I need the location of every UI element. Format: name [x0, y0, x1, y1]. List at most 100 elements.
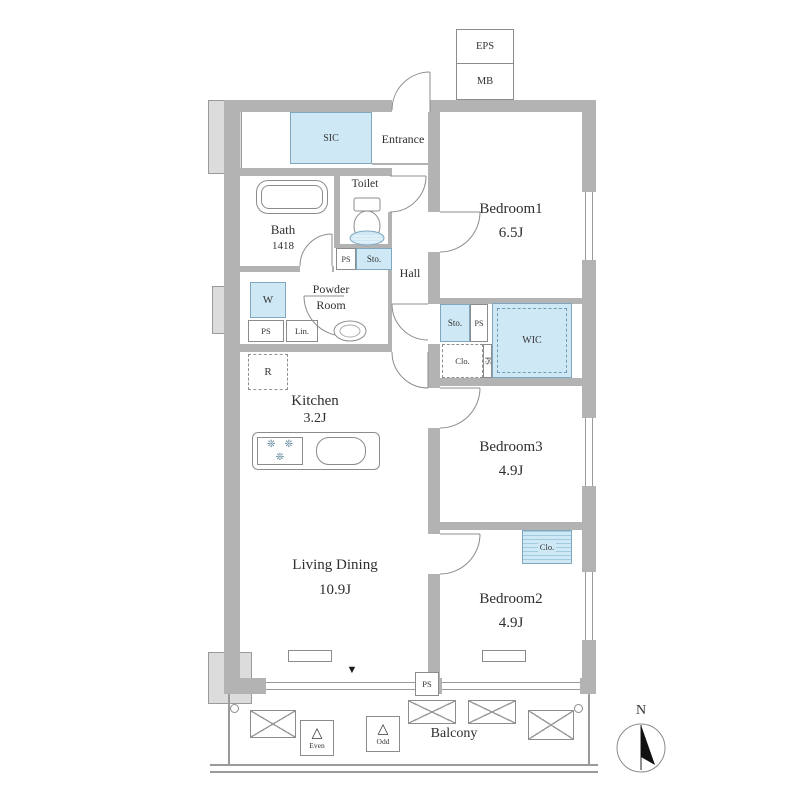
mb-label: MB [476, 76, 494, 87]
refrigerator-space: R [248, 354, 288, 390]
bedroom1-area: 6.5J [498, 225, 524, 241]
balcony-edge-right [588, 694, 590, 766]
window-bedroom1 [582, 192, 596, 260]
washer-box: W [250, 282, 286, 318]
wall-bath-toilet [334, 168, 340, 248]
wall-bottom-seg [580, 678, 596, 694]
wall-right-seg [582, 100, 596, 192]
washer-label: W [262, 294, 274, 306]
wall-powder-bottom [240, 344, 392, 352]
compass: N [616, 703, 666, 773]
door-arc-living [391, 351, 429, 389]
bathtub [256, 180, 328, 214]
living-dining-name: Living Dining [292, 557, 378, 573]
ps-label: PS [422, 679, 432, 689]
balcony-hatch-2 [408, 700, 456, 724]
wall-right-seg [582, 260, 596, 418]
wall-corridor-seg [428, 574, 440, 678]
ps-toilet: PS [336, 248, 356, 270]
balcony-edge-left [228, 694, 230, 766]
storage-hall: Sto. [440, 304, 470, 342]
wall-hall-west-seg [388, 212, 392, 344]
wall-bath-powder-seg [240, 266, 300, 272]
ps-bottom: PS [415, 672, 439, 696]
wall-right-seg [582, 486, 596, 572]
ps-label: PS [341, 254, 351, 264]
balcony-hatch-1 [250, 710, 296, 738]
ps-powder: PS [248, 320, 284, 342]
linen-box: Lin. [286, 320, 318, 342]
wall-corridor-seg [428, 344, 440, 388]
window-living-balcony [266, 678, 424, 694]
wall-closet-strip-bottom [440, 378, 582, 386]
balcony-label: Balcony [430, 726, 478, 741]
wall-left [224, 100, 240, 694]
wall-top-right [430, 100, 596, 112]
wic-closet: WIC [492, 303, 572, 378]
wall-bedroom1-bottom [440, 298, 582, 304]
even-label: Even [309, 740, 325, 750]
powder-sink-basin [339, 324, 361, 338]
window-bedroom2 [582, 572, 596, 640]
balcony-access-icon: ▼ [346, 664, 358, 676]
toilet-bowl [353, 210, 381, 242]
ps-label: PS [261, 326, 271, 336]
sic-label: SIC [323, 132, 339, 144]
powder-room-label-1: Powder [312, 282, 350, 296]
triangle-icon: △ [377, 721, 389, 737]
closet-bedroom2: Clo. [522, 530, 572, 564]
toilet-tank [353, 197, 381, 212]
kitchen-name: Kitchen [291, 393, 339, 409]
burner-icon: ❊ [284, 439, 293, 450]
sill-bedroom2 [482, 650, 526, 662]
wall-bottom-seg [240, 678, 266, 694]
refrigerator-label: R [264, 366, 272, 378]
balcony-bottom-line-2 [210, 771, 598, 773]
ps-hall: PS [470, 304, 488, 342]
toilet-fixture [349, 197, 385, 246]
burner-icon: ❊ [267, 439, 276, 450]
ps-closet-strip: PS [483, 344, 492, 378]
entrance-step-line [372, 163, 428, 165]
evacuation-marker-odd: △ Odd [366, 716, 400, 752]
burner-icon: ❊ [275, 452, 285, 463]
toilet-mat [349, 230, 385, 246]
door-arc-toilet [389, 175, 427, 213]
compass-needle [641, 725, 655, 765]
bath-label: Bath [270, 222, 296, 237]
window-bedroom2-balcony [442, 678, 580, 694]
odd-label: Odd [376, 736, 390, 746]
living-dining-area: 10.9J [318, 582, 352, 598]
storage-toilet: Sto. [356, 248, 392, 270]
wall-top-left [224, 100, 392, 112]
door-arc-bedroom2 [439, 533, 481, 575]
balcony-drain-right [574, 704, 583, 713]
bedroom3-name: Bedroom3 [479, 439, 543, 455]
eps-label: EPS [475, 41, 495, 52]
bath-size-label: 1418 [272, 240, 294, 252]
entrance-label: Entrance [381, 132, 425, 146]
ps-label: PS [483, 357, 492, 365]
linen-label: Lin. [295, 326, 309, 336]
powder-room-label-2: Room [316, 298, 346, 312]
triangle-icon: △ [311, 725, 323, 741]
ps-label: PS [474, 318, 484, 328]
compass-circle [616, 723, 666, 773]
wall-corridor-seg [428, 428, 440, 534]
wall-toilet-bottom [334, 244, 392, 248]
storage-label: Sto. [366, 254, 382, 264]
bedroom3-area: 4.9J [498, 463, 524, 479]
wall-corridor-seg [428, 252, 440, 304]
closet-bedroom3: Clo. [442, 344, 483, 378]
powder-sink-fixture [333, 320, 367, 342]
bedroom2-area: 4.9J [498, 615, 524, 631]
closet-label: Clo. [455, 356, 470, 366]
balcony-drain-left [230, 704, 239, 713]
wall-bath-powder-seg [332, 266, 334, 272]
balcony-hatch-3 [468, 700, 516, 724]
door-arc-bedroom3 [439, 387, 481, 429]
eps-shaft: EPS [456, 29, 514, 64]
wall-hall-west-seg [388, 168, 392, 176]
kitchen-sink [316, 437, 366, 465]
